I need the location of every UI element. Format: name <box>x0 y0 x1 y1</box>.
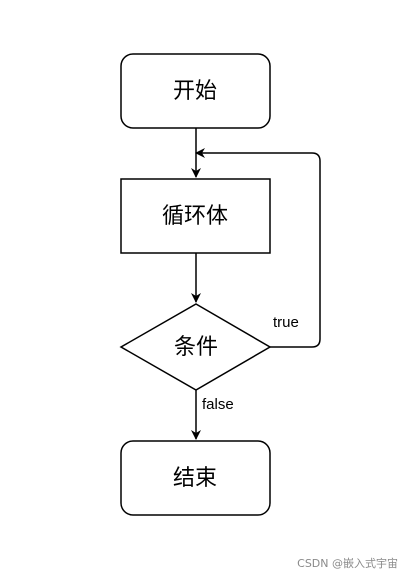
edge-true-label: true <box>273 314 299 331</box>
loop-body-node-shape <box>120 178 271 254</box>
start-node: 开始 <box>120 53 271 129</box>
condition-node: 条件 <box>119 303 272 391</box>
watermark: CSDN @嵌入式宇宙 <box>297 557 398 570</box>
loop-body-node-label: 循环体 <box>162 204 228 229</box>
condition-node-label: 条件 <box>174 335 218 360</box>
end-node-label: 结束 <box>173 466 217 491</box>
end-node-shape <box>120 440 271 516</box>
start-node-label: 开始 <box>173 79 217 104</box>
edge-condition-true <box>195 148 321 348</box>
loop-body-node: 循环体 <box>120 178 271 254</box>
edge-false-label: false <box>202 396 234 413</box>
end-node: 结束 <box>120 440 271 516</box>
